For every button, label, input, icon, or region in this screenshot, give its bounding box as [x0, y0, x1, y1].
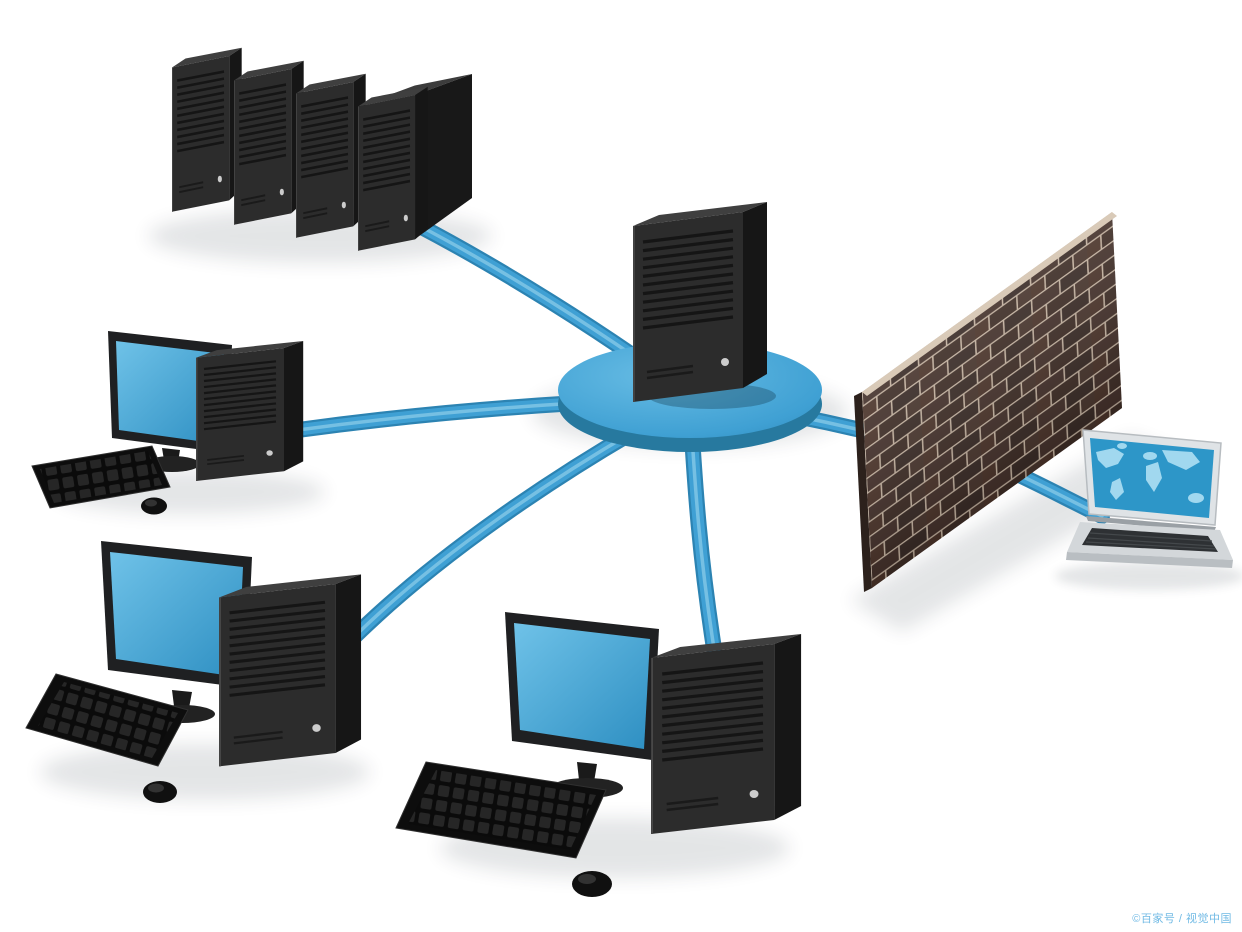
- world-map-continents: [1096, 443, 1204, 503]
- workstation-1: [31, 331, 305, 515]
- workstation-2: [25, 541, 363, 803]
- monitor: [505, 612, 659, 798]
- workstation-3: [395, 612, 803, 897]
- central-server-tower: [631, 200, 769, 404]
- rack-server-3: [294, 72, 367, 240]
- mouse: [141, 497, 167, 515]
- tower: [217, 572, 363, 769]
- central-server-hub: [558, 200, 822, 452]
- laptop-keyboard: [1082, 528, 1218, 552]
- laptop: [1066, 429, 1233, 568]
- watermark: ©百家号 / 视觉中国: [1132, 913, 1232, 925]
- keyboard: [31, 445, 171, 509]
- keyboard: [395, 761, 607, 859]
- rack-server-4: [356, 85, 429, 253]
- laptop-front-edge: [1066, 552, 1233, 568]
- rack-right-side: [415, 74, 472, 239]
- tower: [649, 632, 803, 836]
- tower: [194, 339, 305, 483]
- monitor-screen: [110, 552, 243, 677]
- wall-top-edge: [862, 212, 1117, 396]
- monitor-stand: [172, 690, 192, 708]
- keyboard: [25, 673, 189, 767]
- monitor-screen: [514, 623, 650, 749]
- rack-server-2: [232, 59, 305, 227]
- server-rack: [170, 46, 472, 253]
- rack-server-1: [170, 46, 243, 214]
- mouse: [572, 871, 612, 897]
- wall-left-edge: [854, 392, 872, 592]
- firewall: [854, 211, 1123, 592]
- monitor-stand: [577, 762, 597, 782]
- mouse: [143, 781, 177, 803]
